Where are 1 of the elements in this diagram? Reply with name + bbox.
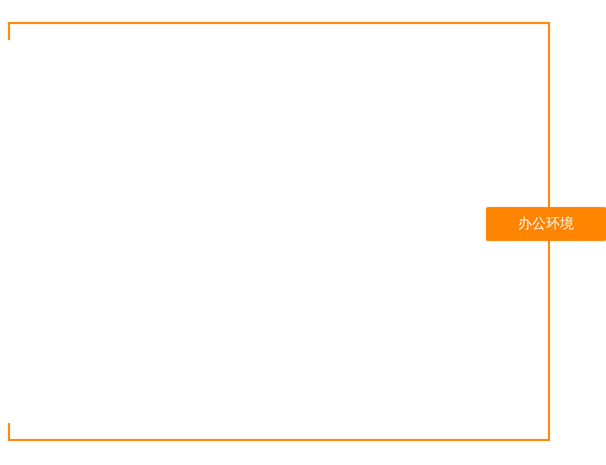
- section-tab: 办公环境: [486, 207, 606, 241]
